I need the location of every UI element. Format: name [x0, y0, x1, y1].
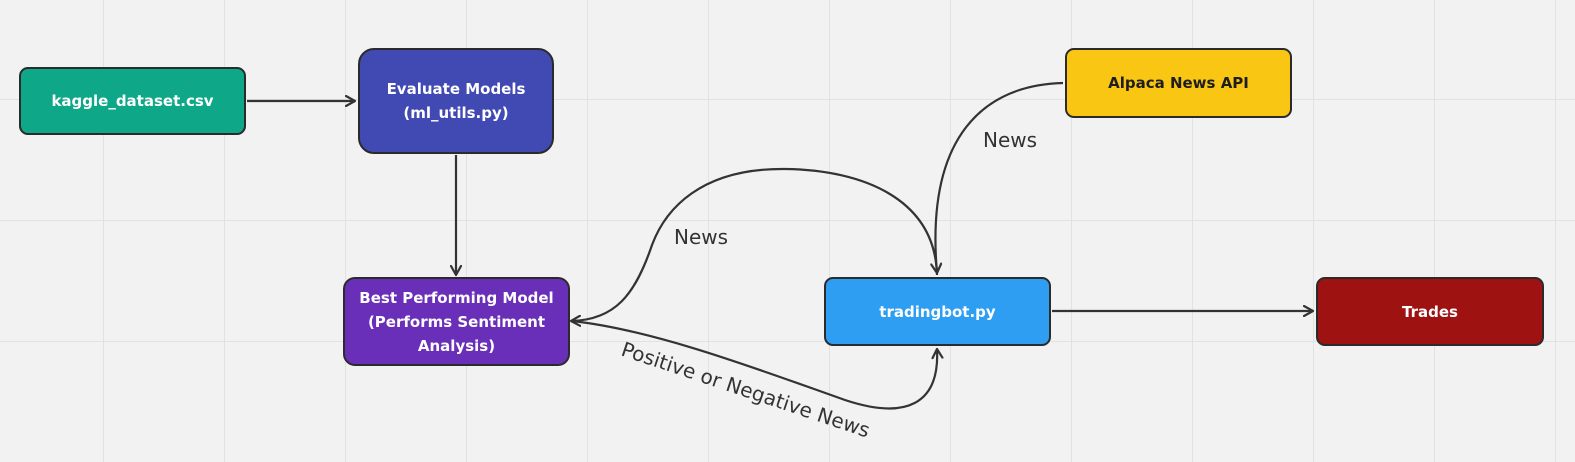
- edge-label-alpaca-news: News: [983, 128, 1037, 152]
- node-tradingbot-label: tradingbot.py: [879, 302, 996, 321]
- node-tradingbot[interactable]: tradingbot.py: [824, 277, 1051, 346]
- edge-tradingbot-to-best-model[interactable]: [571, 167, 939, 321]
- edge-best-model-to-tradingbot[interactable]: [571, 319, 937, 410]
- node-evaluate-models-label: Evaluate Models (ml_utils.py): [386, 80, 526, 122]
- node-alpaca-news-api[interactable]: Alpaca News API: [1065, 48, 1292, 118]
- node-best-performing-model-label: Best Performing Model (Performs Sentimen…: [359, 288, 554, 355]
- node-trades[interactable]: Trades: [1316, 277, 1544, 346]
- node-kaggle-dataset-label: kaggle_dataset.csv: [51, 92, 214, 110]
- edge-label-bot-news: News: [674, 225, 728, 249]
- node-kaggle-dataset[interactable]: kaggle_dataset.csv: [19, 67, 246, 135]
- edge-label-sentiment-news: Positive or Negative News: [618, 337, 873, 442]
- node-alpaca-news-api-label: Alpaca News API: [1108, 74, 1249, 92]
- node-evaluate-models[interactable]: Evaluate Models (ml_utils.py): [358, 48, 554, 154]
- node-trades-label: Trades: [1402, 302, 1458, 321]
- edge-alpaca-to-tradingbot[interactable]: [935, 81, 1064, 273]
- node-best-performing-model[interactable]: Best Performing Model (Performs Sentimen…: [343, 277, 570, 366]
